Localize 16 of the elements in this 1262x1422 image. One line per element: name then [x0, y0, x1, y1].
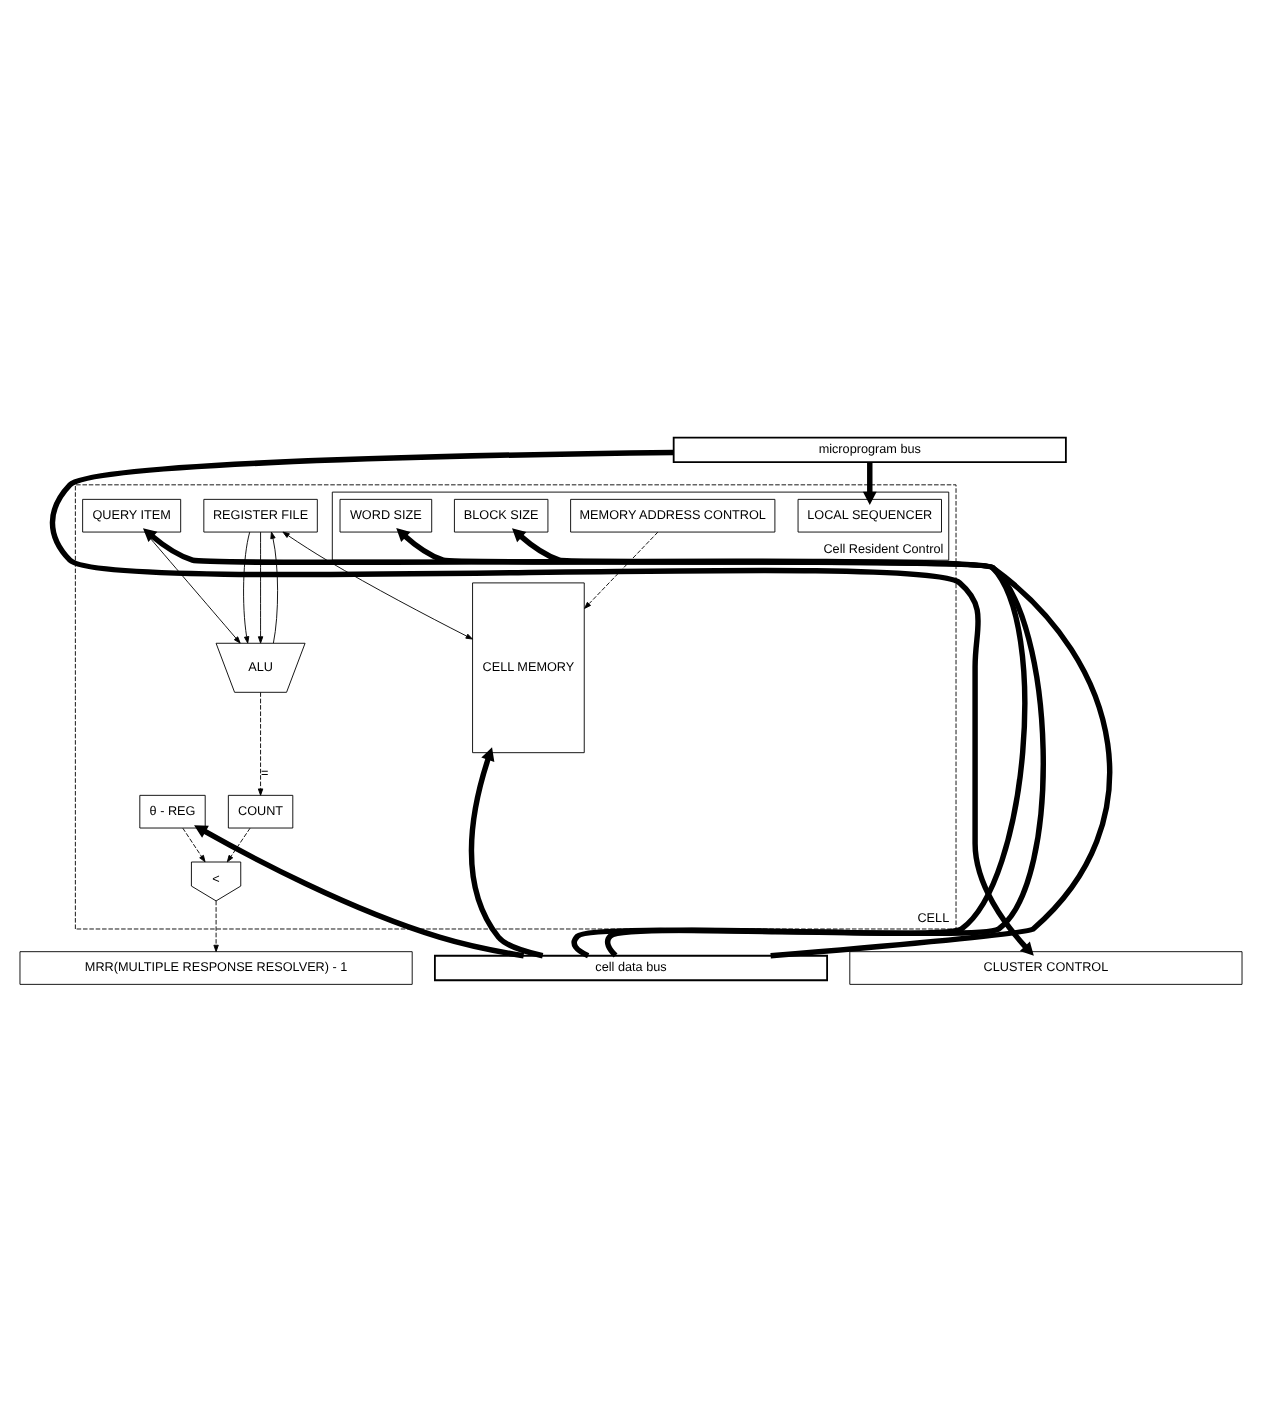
- arrow: [512, 528, 1028, 958]
- arrow: [50, 449, 1034, 956]
- arrow: [257, 692, 264, 796]
- arrow: [257, 531, 264, 644]
- arrow: [282, 531, 473, 640]
- arrow: [243, 531, 251, 644]
- arrow: [468, 747, 544, 959]
- arrow: [194, 825, 525, 959]
- arrow: [396, 528, 1046, 957]
- arrow: [142, 528, 1113, 959]
- arrow: [862, 462, 877, 505]
- arrow: [584, 531, 659, 609]
- arrow: [213, 900, 219, 953]
- arrow: [182, 827, 206, 863]
- arrow: [226, 827, 251, 863]
- arrow: [270, 531, 279, 644]
